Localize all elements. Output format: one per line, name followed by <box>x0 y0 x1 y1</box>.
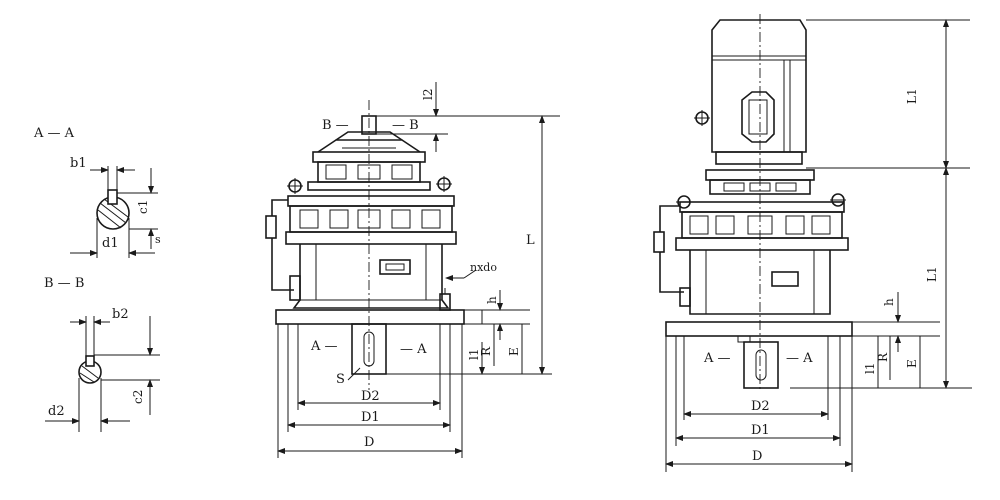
dim-D2: D2 <box>361 389 380 404</box>
dim-nxdo: nxdo <box>470 261 497 274</box>
dim-L: L <box>526 233 535 248</box>
base-flange <box>275 309 465 325</box>
dim-L1-bottom: L1 <box>925 266 939 282</box>
dim-D: D <box>364 435 374 450</box>
dim-d1: d1 <box>102 236 119 251</box>
oil-gauge <box>265 215 277 239</box>
section-a-left-label: A — <box>310 339 338 354</box>
motor-body <box>711 19 807 153</box>
base-flange-2 <box>665 321 853 337</box>
section-a-right-label: — A <box>400 342 427 357</box>
dim-D1: D1 <box>361 410 380 425</box>
dim-c1: c1 <box>136 200 150 214</box>
dim-l2: l2 <box>421 89 435 100</box>
oil-gauge-2 <box>653 231 665 253</box>
dim-R-2: R <box>876 352 890 362</box>
keyway-a <box>107 189 118 205</box>
dim-h: h <box>485 296 499 304</box>
section-b-b: B — B b2 c2 d2 <box>44 276 160 432</box>
dim-E: E <box>507 347 521 356</box>
section-b-b-title: B — B <box>44 276 84 291</box>
dim-d2: d2 <box>48 404 65 419</box>
section-a-a-title: A — A <box>33 126 75 141</box>
dim-l1-2: l1 <box>863 363 877 374</box>
dim-h-2: h <box>882 298 896 306</box>
dim-E-2: E <box>905 359 919 368</box>
dim-R: R <box>479 346 493 356</box>
terminal-box <box>741 91 775 143</box>
dim-b1: b1 <box>70 156 87 171</box>
reducer-front-view: l2 L B — — B A — — A nxdo h l1 R E S <box>265 82 560 458</box>
dim-b2: b2 <box>112 307 129 322</box>
motor-reducer-view: L1 L1 h l1 R E A — — A D2 D1 <box>653 14 972 472</box>
keyway-b <box>85 355 95 367</box>
dim-L1-top: L1 <box>905 88 919 104</box>
nameplate-2 <box>771 271 799 287</box>
section-a-a: A — A b1 c1 s d1 <box>33 126 161 258</box>
dim-D1-2: D1 <box>751 423 770 438</box>
section-a-right-label-2: — A <box>786 351 813 366</box>
output-shaft-2 <box>743 341 779 389</box>
dim-c2: c2 <box>131 390 145 404</box>
section-b-right-label: — B <box>392 118 419 133</box>
section-a-left-label-2: A — <box>703 351 731 366</box>
dim-s: s <box>155 233 161 246</box>
output-shaft <box>351 323 387 375</box>
nameplate <box>379 259 411 275</box>
dim-l1: l1 <box>467 349 481 360</box>
dim-S: S <box>336 372 345 387</box>
dim-D2-2: D2 <box>751 399 770 414</box>
input-shaft <box>361 115 377 135</box>
dim-D-2: D <box>752 449 762 464</box>
section-b-left-label: B — <box>322 118 349 133</box>
